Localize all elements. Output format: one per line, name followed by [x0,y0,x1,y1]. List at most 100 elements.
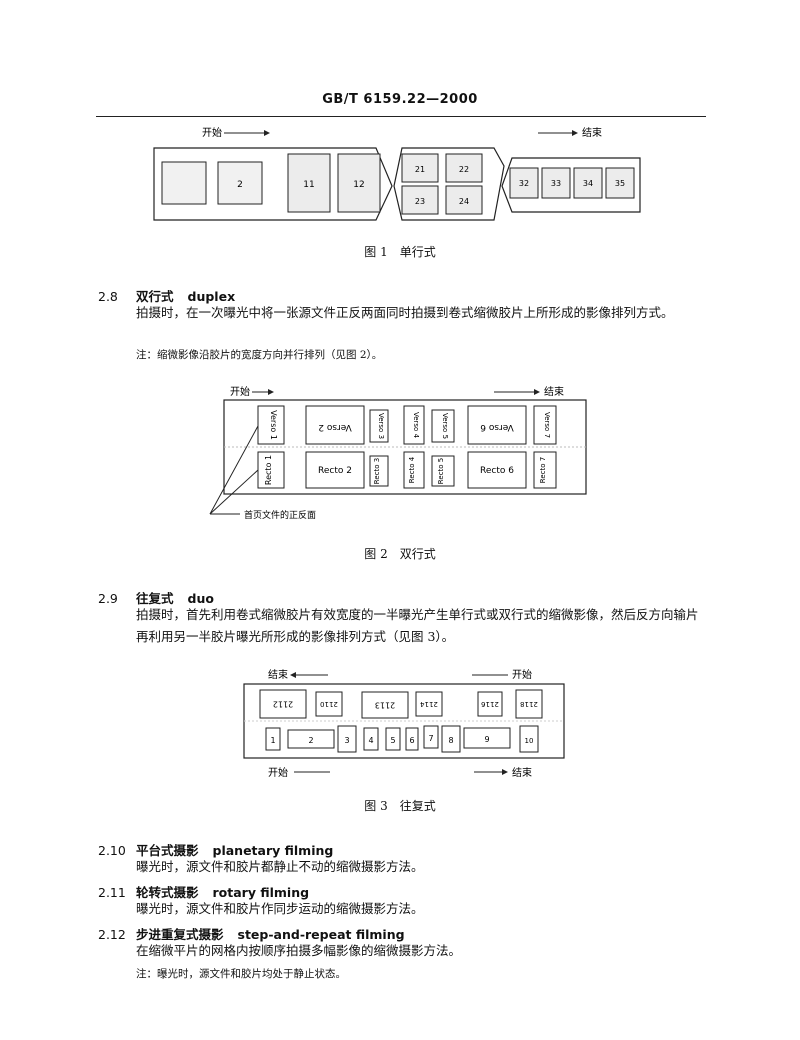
svg-text:Recto 5: Recto 5 [437,458,445,484]
figure-3-caption: 图 3 往复式 [364,799,436,813]
section-2-9-text: 拍摄时，首先利用卷式缩微胶片有效宽度的一半曝光产生单行式或双行式的缩微影像，然后… [136,607,699,644]
svg-text:23: 23 [415,197,425,206]
section-number: 2.11 [98,885,126,900]
svg-text:21: 21 [415,165,425,174]
fig3-bottom-frame: 8 [441,725,461,753]
fig1-end-label: 结束 [582,126,602,139]
fig1-frame: 24 [445,185,483,215]
fig3-bottom-frame: 4 [363,727,379,751]
section-number: 2.12 [98,927,126,942]
svg-text:6: 6 [409,736,414,745]
svg-text:Recto 2: Recto 2 [318,466,352,476]
fig2-recto-frame: Recto 7 [533,451,557,489]
svg-text:10: 10 [525,737,534,745]
fig3-bottom-frame: 9 [463,727,511,749]
svg-text:2114: 2114 [420,700,438,708]
fig3-bottom-frame: 7 [423,725,439,749]
section-2-8-text: 拍摄时，在一次曝光中将一张源文件正反两面同时拍摄到卷式缩微胶片上所形成的影像排列… [136,305,674,320]
svg-text:2: 2 [237,180,243,190]
fig2-verso-frame: Verso 3 [369,409,389,443]
fig1-frame: 35 [605,167,635,199]
fig1-frame: 33 [541,167,571,199]
svg-text:2118: 2118 [520,700,538,708]
svg-text:34: 34 [583,179,593,188]
figure-1-single-row-film: 开始 结束 2 11 12 21 22 23 24 32 [153,126,641,221]
fig2-end-label: 结束 [544,385,564,398]
section-2-11-text: 曝光时，源文件和胶片作同步运动的缩微摄影方法。 [136,901,424,916]
fig2-verso-frame: Verso 2 [305,405,365,445]
section-title-en: step-and-repeat filming [237,927,405,942]
section-title-zh: 双行式 [136,289,174,304]
section-title-zh: 步进重复式摄影 [136,927,224,942]
fig1-frame: 12 [337,153,381,213]
section-title-en: planetary filming [212,843,334,858]
svg-text:Verso 7: Verso 7 [543,412,551,438]
fig2-start-label: 开始 [230,385,250,398]
fig3-bottom-frame: 6 [405,727,419,751]
svg-text:Recto 4: Recto 4 [408,456,416,483]
section-2-12-heading: 2.12 步进重复式摄影 step-and-repeat filming [98,924,405,943]
section-2-10-text: 曝光时，源文件和胶片都静止不动的缩微摄影方法。 [136,859,424,874]
fig2-recto-frame: Recto 6 [467,451,527,489]
fig3-top-frame: 2112 [259,689,307,719]
fig3-top-frame: 2110 [315,691,343,717]
svg-text:3: 3 [344,736,349,745]
section-title-zh: 平台式摄影 [136,843,199,858]
svg-text:Verso 2: Verso 2 [318,422,351,432]
fig2-verso-frame: Verso 5 [431,409,455,443]
section-title-zh: 轮转式摄影 [136,885,199,900]
fig2-recto-frame: Recto 1 [257,451,285,489]
document-header: GB/T 6159.22—2000 [322,92,478,107]
fig2-recto-frame: Recto 3 [369,455,389,487]
svg-text:35: 35 [615,179,625,188]
header-rule [96,116,706,117]
section-title-en: duo [187,591,214,606]
svg-text:2116: 2116 [481,700,499,708]
svg-text:Verso 6: Verso 6 [480,422,514,432]
fig3-bottom-frame: 1 [265,727,281,751]
svg-text:8: 8 [448,736,453,745]
svg-text:2113: 2113 [375,701,395,710]
svg-text:7: 7 [428,734,433,743]
section-2-8-note: 注：缩微影像沿胶片的宽度方向并行排列（见图 2）。 [136,349,383,361]
svg-text:33: 33 [551,179,561,188]
svg-text:12: 12 [353,180,364,190]
section-2-12-note: 注：曝光时，源文件和胶片均处于静止状态。 [136,968,346,980]
fig1-frame: 34 [573,167,603,199]
fig1-frame: 23 [401,185,439,215]
fig1-frame: 32 [509,167,539,199]
fig3-top-frame: 2113 [361,691,409,719]
svg-text:24: 24 [459,197,469,206]
svg-text:5: 5 [390,736,395,745]
figure-2-caption: 图 2 双行式 [364,547,436,561]
section-number: 2.8 [98,289,118,304]
fig1-frame: 22 [445,153,483,183]
fig3-bottom-frame: 2 [287,729,335,749]
fig3-bottom-right-label: 结束 [512,766,532,779]
svg-text:Verso 4: Verso 4 [412,412,420,439]
fig1-frame [161,161,207,205]
fig3-top-right-label: 开始 [512,668,532,681]
svg-text:2112: 2112 [273,700,293,709]
fig2-verso-frame: Verso 1 [257,405,285,445]
fig3-bottom-frame: 3 [337,725,357,753]
svg-text:Recto 7: Recto 7 [539,457,547,483]
svg-text:11: 11 [303,180,314,190]
fig3-bottom-frame: 10 [519,725,539,753]
fig3-top-frame: 2116 [477,691,503,717]
svg-text:Verso 5: Verso 5 [441,413,449,439]
fig1-frame: 11 [287,153,331,213]
section-number: 2.9 [98,591,118,606]
fig2-recto-frame: Recto 2 [305,451,365,489]
svg-text:22: 22 [459,165,469,174]
section-title-zh: 往复式 [136,591,174,606]
fig2-recto-frame: Recto 5 [431,455,455,487]
fig1-start-label: 开始 [202,126,222,139]
figure-2-duplex-film: 开始 结束 Verso 1 Verso 2 Verso 3 Verso 4 Ve… [209,385,587,521]
fig1-frame: 21 [401,153,439,183]
section-2-9-heading: 2.9 往复式 duo [98,588,214,607]
fig3-bottom-frame: 5 [385,727,401,751]
fig3-bottom-left-label: 开始 [268,766,288,779]
svg-text:2: 2 [308,736,313,745]
